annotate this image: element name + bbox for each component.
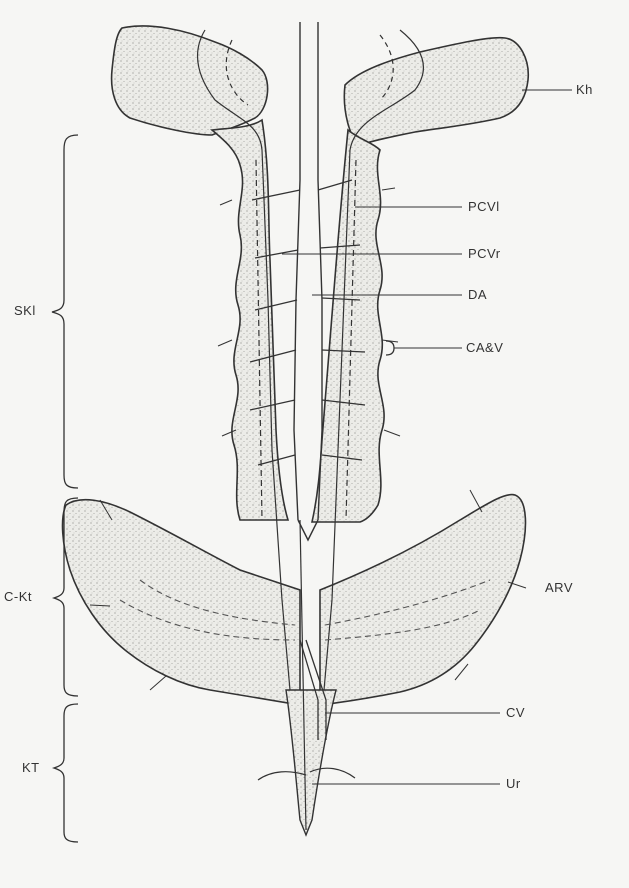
- head-kidney-right: [344, 38, 528, 145]
- caudal-kidney-right: [320, 495, 525, 705]
- label-skl: SKl: [14, 303, 36, 318]
- label-ur: Ur: [506, 776, 521, 791]
- label-pcvr: PCVr: [468, 246, 501, 261]
- label-kh: Kh: [576, 82, 593, 97]
- label-calv: CA&V: [466, 340, 503, 355]
- tail-kidney: [286, 690, 336, 835]
- label-pcvl: PCVl: [468, 199, 500, 214]
- label-ckt: C-Kt: [4, 589, 32, 604]
- label-da: DA: [468, 287, 487, 302]
- region-braces: [52, 135, 78, 842]
- caudal-kidney-left: [63, 500, 300, 705]
- label-kt: KT: [22, 760, 40, 775]
- label-arv: ARV: [545, 580, 573, 595]
- cav-brace: [386, 341, 394, 355]
- head-kidney-left: [112, 26, 268, 135]
- label-cv: CV: [506, 705, 525, 720]
- dorsal-aorta: [294, 22, 322, 540]
